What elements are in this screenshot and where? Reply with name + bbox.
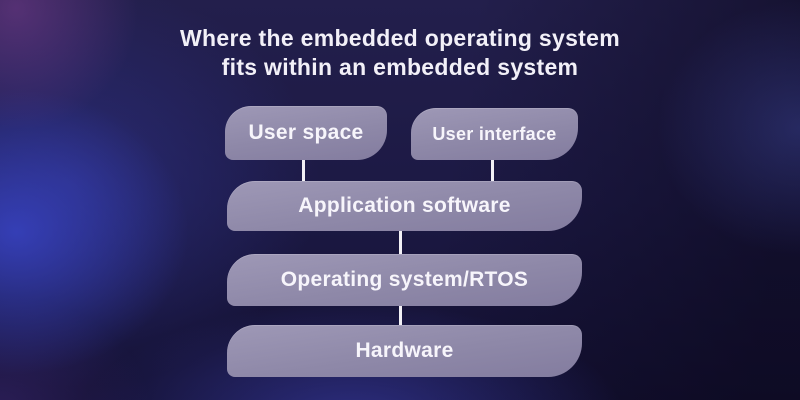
- box-user-space: User space: [225, 106, 387, 160]
- box-user-interface: User interface: [411, 108, 578, 160]
- box-operating-system-rtos-label: Operating system/RTOS: [280, 268, 529, 291]
- box-user-interface-label: User interface: [432, 123, 557, 144]
- box-operating-system-rtos: Operating system/RTOS: [227, 254, 582, 306]
- box-application-software: Application software: [227, 181, 582, 231]
- connector-user-interface-to-application-software: [491, 160, 494, 181]
- box-application-software-label: Application software: [298, 194, 511, 217]
- connector-operating-system-to-hardware: [399, 306, 402, 325]
- box-user-space-label: User space: [248, 121, 364, 144]
- title-line-2: fits within an embedded system: [221, 54, 579, 80]
- connector-application-software-to-operating-system: [399, 231, 402, 254]
- connector-user-space-to-application-software: [302, 160, 305, 181]
- box-hardware-label: Hardware: [355, 339, 454, 362]
- title-line-1: Where the embedded operating system: [180, 25, 620, 51]
- diagram-title: Where the embedded operating system fits…: [0, 24, 800, 82]
- box-hardware: Hardware: [227, 325, 582, 377]
